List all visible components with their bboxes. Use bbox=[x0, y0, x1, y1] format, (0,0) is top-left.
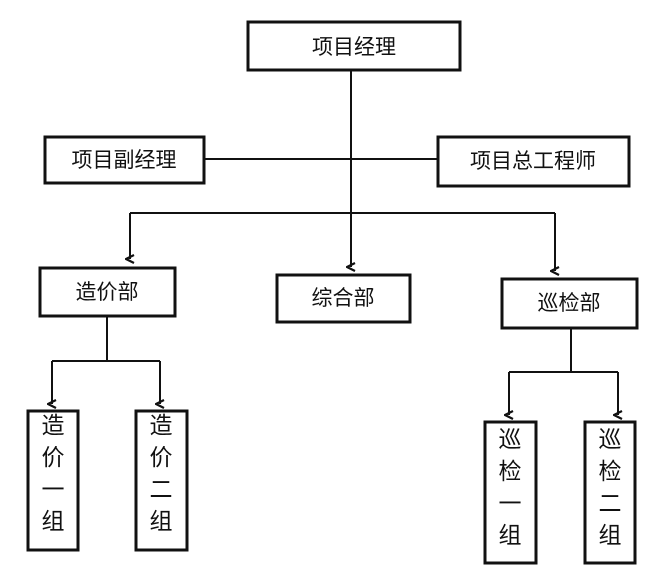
node-cost-dept: 造价部 bbox=[38, 266, 177, 318]
node-cost-group-1: 造价一组 bbox=[26, 409, 80, 552]
node-inspection-group-1-label: 巡检一组 bbox=[499, 427, 522, 549]
node-inspection-dept: 巡检部 bbox=[500, 277, 639, 330]
node-cost-dept-label: 造价部 bbox=[76, 280, 139, 304]
node-cost-group-1-label: 造价一组 bbox=[42, 413, 65, 535]
node-cost-group-2: 造价二组 bbox=[134, 409, 189, 552]
node-inspection-group-1: 巡检一组 bbox=[483, 420, 538, 565]
node-chief-engineer-label: 项目总工程师 bbox=[470, 149, 596, 173]
node-chief-engineer: 项目总工程师 bbox=[436, 135, 631, 188]
connectors bbox=[52, 70, 618, 415]
node-manager: 项目经理 bbox=[246, 20, 462, 72]
node-general-dept: 综合部 bbox=[275, 273, 412, 324]
node-inspection-dept-label: 巡检部 bbox=[538, 291, 601, 315]
node-deputy-manager-label: 项目副经理 bbox=[72, 148, 177, 172]
node-manager-label: 项目经理 bbox=[312, 35, 396, 59]
node-general-dept-label: 综合部 bbox=[312, 286, 375, 310]
node-cost-group-2-label: 造价二组 bbox=[150, 413, 173, 535]
node-inspection-group-2-label: 巡检二组 bbox=[599, 427, 622, 549]
node-deputy-manager: 项目副经理 bbox=[43, 135, 206, 185]
node-inspection-group-2: 巡检二组 bbox=[583, 420, 637, 565]
